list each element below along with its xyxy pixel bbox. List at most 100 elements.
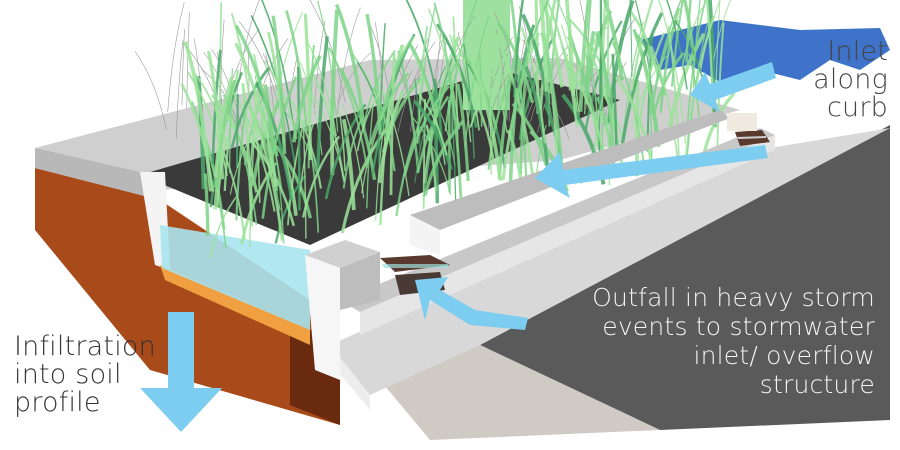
infiltration-arrow (140, 312, 222, 432)
grass-blade (209, 194, 239, 258)
grass-blade (716, 22, 725, 151)
curb-block-top (305, 240, 380, 268)
inlet-arrow (690, 62, 776, 112)
grass-blade (414, 66, 446, 183)
grass-blade (659, 7, 681, 113)
grass-outline (203, 51, 239, 133)
grass-blade (395, 87, 436, 217)
road-base (380, 345, 660, 440)
grass-blade (630, 0, 654, 91)
grass-blade (539, 0, 557, 111)
grass-outline (134, 51, 167, 130)
grass-blade (282, 108, 317, 173)
grass-blade (341, 118, 356, 211)
grass-blade (596, 30, 616, 161)
grass-blade (366, 103, 374, 209)
grass-blade (317, 0, 339, 132)
inlet-label: Inlet along curb (813, 36, 888, 123)
grass-blade (369, 72, 410, 145)
grass-blade (454, 39, 480, 131)
grass-blade (230, 12, 256, 148)
grass-blade (411, 116, 452, 195)
grass-blade (252, 85, 261, 203)
grass-blade (519, 55, 529, 175)
grass-blade (547, 2, 578, 125)
grass-blade (713, 0, 732, 60)
grass-blade (403, 85, 450, 177)
grass-outline (457, 32, 470, 115)
grass-blade (540, 0, 565, 88)
grass-blade (470, 92, 496, 165)
grass-blade (247, 103, 284, 241)
grass-outline (309, 0, 346, 103)
grass-blade (291, 54, 322, 143)
grass-blade (341, 104, 365, 199)
grass-blade (521, 13, 552, 116)
grass-blade (656, 0, 682, 81)
sidewalk-edge (35, 148, 160, 200)
curb-top (340, 128, 775, 312)
grass-blade (221, 148, 246, 240)
grass-blade (681, 7, 704, 71)
grass-blade (416, 25, 429, 144)
gravel-layer (160, 265, 310, 345)
grass-blade (417, 93, 448, 156)
grass-blade (470, 62, 503, 181)
grass-blade (487, 74, 513, 170)
grass-blade (425, 124, 437, 191)
grass-blade (302, 120, 307, 239)
grass-blade (377, 90, 405, 184)
grass-blade (448, 34, 472, 143)
grass-blade (299, 61, 323, 156)
grass-blade (665, 32, 706, 140)
grass-blade (234, 42, 278, 187)
grass-blade (324, 103, 367, 200)
grass-blade (412, 99, 453, 170)
grass-blade (327, 47, 368, 168)
grass-blade (619, 12, 664, 156)
grass-blade (524, 65, 550, 167)
grass-blade (329, 9, 339, 140)
grass-blade (488, 45, 492, 175)
grass-blade (271, 15, 287, 155)
curb-face (360, 135, 775, 335)
inlet-grate (727, 113, 770, 146)
grass-blade (408, 41, 438, 118)
grass-blade (305, 39, 337, 137)
grass-blade (335, 3, 366, 128)
grass-blade (423, 119, 465, 196)
grass-blade (261, 76, 298, 219)
grass-plants (134, 0, 736, 258)
grass-outline (181, 29, 185, 106)
grass-outline (397, 41, 436, 132)
road-surface (480, 125, 890, 430)
outfall-label: Outfall in heavy storm events to stormwa… (592, 283, 875, 399)
grass-blade (516, 0, 550, 98)
grass-blade (538, 0, 549, 92)
soil-layer (35, 168, 340, 425)
grass-blade (707, 0, 717, 128)
grass-blade (416, 95, 450, 174)
curb-rear-face (410, 215, 440, 255)
grass-blade (652, 52, 685, 116)
flow-arrow (535, 145, 768, 198)
grass-blade (578, 0, 591, 112)
grass-blade (688, 53, 700, 117)
grass-blade (686, 0, 707, 128)
grass-blade (685, 18, 710, 168)
grass-blade (203, 173, 210, 236)
grass-blade (356, 89, 382, 152)
grass-blade (338, 110, 346, 172)
grass-blade (213, 76, 234, 178)
grass-blade (564, 0, 576, 96)
grass-blade (464, 15, 490, 148)
outfall-arrow (415, 277, 528, 330)
grass-blade (496, 22, 534, 104)
grass-blade (432, 90, 439, 204)
grass-blade (647, 41, 653, 166)
curb-block-face (305, 255, 340, 380)
grass-blade (378, 23, 386, 164)
grass-blade (611, 53, 618, 157)
grass-blade (470, 56, 506, 126)
grass-blade (667, 25, 680, 160)
